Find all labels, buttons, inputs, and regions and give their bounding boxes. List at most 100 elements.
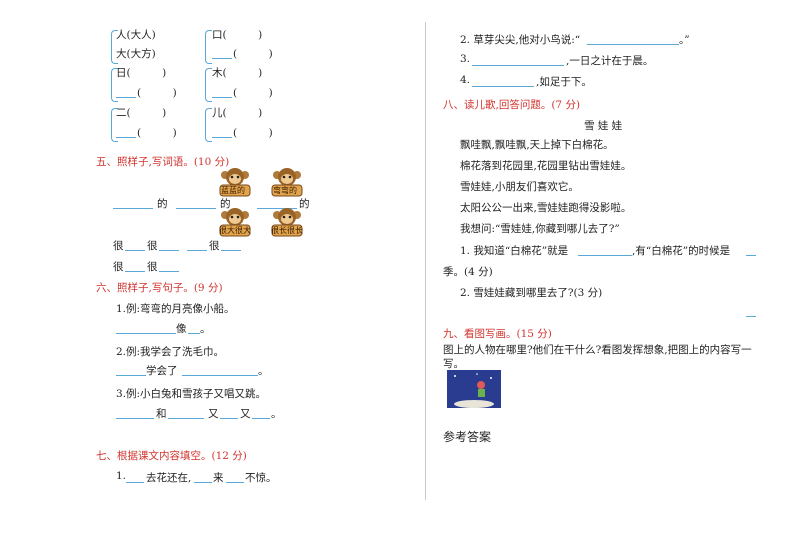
answer-line[interactable] <box>116 137 136 138</box>
answer-line[interactable] <box>746 255 756 256</box>
section-5-title: 五、照样子,写词语。(10 分) <box>96 156 230 168</box>
answer-line[interactable] <box>221 250 241 251</box>
de-text: 的 <box>220 198 231 210</box>
answer-line[interactable] <box>472 65 564 66</box>
answer-line[interactable] <box>116 333 176 334</box>
section-6-title: 六、照样子,写句子。(9 分) <box>96 282 223 294</box>
fill-text: 不惊。 <box>245 472 277 484</box>
answer-line[interactable] <box>113 208 153 209</box>
hen-text: 很 <box>209 240 220 252</box>
word-item: 口( ) <box>212 29 263 41</box>
de-text: 的 <box>157 198 168 210</box>
poem-line: 我想问:“雪娃娃,你藏到哪儿去了?” <box>460 223 620 235</box>
brace <box>111 68 118 102</box>
poem-line: 雪娃娃,小朋友们喜欢它。 <box>460 181 579 193</box>
word-item: ( ) <box>233 87 273 99</box>
item-number: 1. <box>116 470 127 482</box>
example-3: 3.例:小白兔和雪孩子又唱又跳。 <box>116 388 267 400</box>
answer-line[interactable] <box>746 316 756 317</box>
hen-text: 很 <box>147 240 158 252</box>
brace <box>205 108 212 142</box>
question-1: 季。(4 分) <box>443 266 493 278</box>
word-item: 儿( ) <box>212 107 263 119</box>
poem-line: 棉花落到花园里,花园里钻出雪娃娃。 <box>460 160 632 172</box>
monkey-label: 很大很大 <box>219 226 251 235</box>
section-9-text: 图上的人物在哪里?他们在干什么?看图发挥想象,把图上的内容写一 <box>443 344 752 356</box>
answer-line[interactable] <box>257 208 297 209</box>
picture-image <box>447 370 501 408</box>
answer-line[interactable] <box>587 44 679 45</box>
poem-title: 雪 娃 娃 <box>584 120 623 132</box>
item-3-text: ,一日之计在于晨。 <box>566 55 654 67</box>
answer-line[interactable] <box>472 86 534 87</box>
hen-text: 很 <box>147 261 158 273</box>
answer-line[interactable] <box>168 418 204 419</box>
answer-line[interactable] <box>188 333 200 334</box>
de-text: 的 <box>299 198 310 210</box>
you-text: 又 <box>240 408 251 420</box>
xuehuile-text: 学会了 <box>146 365 178 377</box>
answer-line[interactable] <box>212 97 232 98</box>
answer-line[interactable] <box>125 250 145 251</box>
answer-line[interactable] <box>116 418 154 419</box>
answer-line[interactable] <box>182 375 258 376</box>
word-item: 大(大方) <box>116 48 156 60</box>
brace <box>205 68 212 102</box>
answer-line[interactable] <box>252 418 270 419</box>
monkey-icon <box>218 206 252 240</box>
poem-line: 飘哇飘,飘哇飘,天上掉下白棉花。 <box>460 139 614 151</box>
answer-line[interactable] <box>212 137 232 138</box>
word-item: ( ) <box>137 127 177 139</box>
monkey-label: 很长很长 <box>271 226 303 235</box>
monkey-icon <box>270 166 304 200</box>
answer-line[interactable] <box>116 97 136 98</box>
example-2: 2.例:我学会了洗毛巾。 <box>116 346 225 358</box>
answer-line[interactable] <box>159 271 179 272</box>
example-1: 1.例:弯弯的月亮像小船。 <box>116 303 235 315</box>
question-1: 1. 我知道“白棉花”就是 <box>460 245 569 257</box>
answer-line[interactable] <box>220 418 238 419</box>
monkey-icon <box>270 206 304 240</box>
brace <box>205 30 212 64</box>
monkey-icon <box>218 166 252 200</box>
fill-text: 来 <box>213 472 224 484</box>
he-text: 和 <box>156 408 167 420</box>
question-2: 2. 雪娃娃藏到哪里去了?(3 分) <box>460 287 603 299</box>
word-item: 木( ) <box>212 67 263 79</box>
answer-line[interactable] <box>125 271 145 272</box>
period-text: 。 <box>258 365 269 377</box>
word-item: ( ) <box>233 127 273 139</box>
answer-line[interactable] <box>212 58 232 59</box>
word-item: 二( ) <box>116 107 167 119</box>
item-3-text: 3. <box>460 53 471 65</box>
hen-text: 很 <box>113 240 124 252</box>
brace <box>111 108 118 142</box>
section-9-title: 九、看图写画。(15 分) <box>443 328 552 340</box>
item-2-text: 2. 草芽尖尖,他对小鸟说:“ <box>460 34 581 46</box>
monkey-label: 蓝蓝的 <box>221 186 245 195</box>
hen-text: 很 <box>113 261 124 273</box>
question-1: ,有“白棉花”的时候是 <box>632 245 731 257</box>
answer-line[interactable] <box>116 375 146 376</box>
answer-line[interactable] <box>578 255 632 256</box>
section-9-text: 写。 <box>443 358 464 370</box>
section-8-title: 八、读儿歌,回答问题。(7 分) <box>443 99 581 111</box>
period-text: 。 <box>271 408 282 420</box>
you-text: 又 <box>208 408 219 420</box>
word-item: 人(大人) <box>116 29 156 41</box>
answer-line[interactable] <box>159 250 179 251</box>
answer-line[interactable] <box>194 482 212 483</box>
word-item: ( ) <box>137 87 177 99</box>
item-4-text: 4. <box>460 74 471 86</box>
section-7-title: 七、根据课文内容填空。(12 分) <box>96 450 247 462</box>
answers-heading: 参考答案 <box>443 430 492 444</box>
item-4-text: ,如足于下。 <box>536 76 592 88</box>
answer-line[interactable] <box>187 250 207 251</box>
answer-line[interactable] <box>226 482 244 483</box>
period-text: 。 <box>200 323 211 335</box>
monkey-label: 弯弯的 <box>273 186 297 195</box>
xiang-text: 像 <box>176 323 187 335</box>
brace <box>111 30 118 64</box>
answer-line[interactable] <box>126 482 144 483</box>
answer-line[interactable] <box>176 208 216 209</box>
